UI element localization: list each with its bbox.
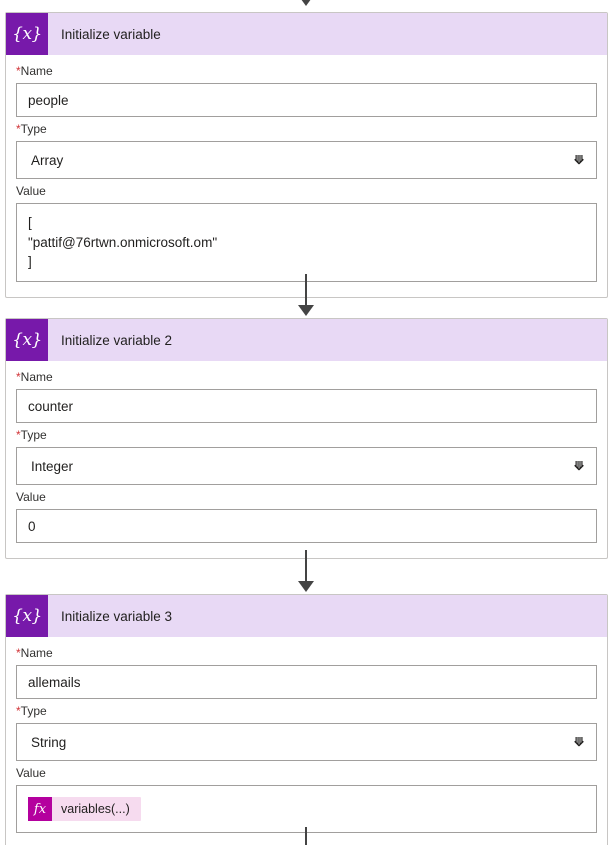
- chevron-down-icon[interactable]: ⟱: [573, 153, 584, 167]
- field-label-value: Value: [16, 766, 46, 780]
- card-header[interactable]: {x} Initialize variable: [6, 13, 607, 55]
- field-label-type: *Type: [16, 122, 47, 136]
- chevron-down-icon[interactable]: ⟱: [573, 735, 584, 749]
- type-select[interactable]: Array ⟱: [16, 141, 597, 179]
- field-label-name: *Name: [16, 64, 53, 78]
- required-asterisk: *: [16, 64, 21, 78]
- field-value: Value fx variables(...): [16, 764, 597, 833]
- required-asterisk: *: [16, 370, 21, 384]
- field-label-value: Value: [16, 490, 46, 504]
- field-type: *Type String ⟱: [16, 702, 597, 761]
- variable-icon: {x}: [6, 319, 48, 361]
- expression-token[interactable]: fx variables(...): [28, 797, 141, 821]
- required-asterisk: *: [16, 428, 21, 442]
- field-label-type: *Type: [16, 428, 47, 442]
- field-label-name: *Name: [16, 646, 53, 660]
- card-body: *Name people *Type Array ⟱ Value [ "patt…: [6, 55, 607, 297]
- card-body: *Name counter *Type Integer ⟱ Value 0: [6, 361, 607, 558]
- name-input[interactable]: counter: [16, 389, 597, 423]
- value-token-field[interactable]: fx variables(...): [16, 785, 597, 833]
- field-label-type: *Type: [16, 704, 47, 718]
- variable-icon: {x}: [6, 13, 48, 55]
- card-title: Initialize variable: [61, 26, 161, 42]
- field-name: *Name allemails: [16, 644, 597, 699]
- field-name: *Name counter: [16, 368, 597, 423]
- type-select-value: Array: [31, 152, 64, 168]
- name-input[interactable]: allemails: [16, 665, 597, 699]
- value-input[interactable]: 0: [16, 509, 597, 543]
- name-input[interactable]: people: [16, 83, 597, 117]
- field-type: *Type Array ⟱: [16, 120, 597, 179]
- variable-icon: {x}: [6, 595, 48, 637]
- chevron-down-icon[interactable]: ⟱: [573, 459, 584, 473]
- connector-top-partial: [0, 0, 612, 6]
- action-card-initialize-variable[interactable]: {x} Initialize variable *Name people *Ty…: [5, 12, 608, 298]
- field-value: Value [ "pattif@76rtwn.onmicrosoft.om" ]: [16, 182, 597, 282]
- fx-icon: fx: [28, 797, 52, 821]
- action-card-initialize-variable-3[interactable]: {x} Initialize variable 3 *Name allemail…: [5, 594, 608, 845]
- type-select[interactable]: Integer ⟱: [16, 447, 597, 485]
- action-card-initialize-variable-2[interactable]: {x} Initialize variable 2 *Name counter …: [5, 318, 608, 559]
- expression-token-label: variables(...): [61, 802, 130, 816]
- card-body: *Name allemails *Type String ⟱ Value fx …: [6, 637, 607, 845]
- type-select-value: String: [31, 734, 67, 750]
- required-asterisk: *: [16, 704, 21, 718]
- connector-arrowhead-icon: [298, 305, 314, 316]
- required-asterisk: *: [16, 122, 21, 136]
- connector-arrowhead-icon: [298, 581, 314, 592]
- field-value: Value 0: [16, 488, 597, 543]
- value-textarea[interactable]: [ "pattif@76rtwn.onmicrosoft.om" ]: [16, 203, 597, 282]
- field-name: *Name people: [16, 62, 597, 117]
- type-select-value: Integer: [31, 458, 74, 474]
- required-asterisk: *: [16, 646, 21, 660]
- field-label-name: *Name: [16, 370, 53, 384]
- card-title: Initialize variable 2: [61, 332, 173, 348]
- card-header[interactable]: {x} Initialize variable 3: [6, 595, 607, 637]
- card-header[interactable]: {x} Initialize variable 2: [6, 319, 607, 361]
- connector-arrowhead-icon: [298, 0, 314, 6]
- field-type: *Type Integer ⟱: [16, 426, 597, 485]
- field-label-value: Value: [16, 184, 46, 198]
- type-select[interactable]: String ⟱: [16, 723, 597, 761]
- card-title: Initialize variable 3: [61, 608, 173, 624]
